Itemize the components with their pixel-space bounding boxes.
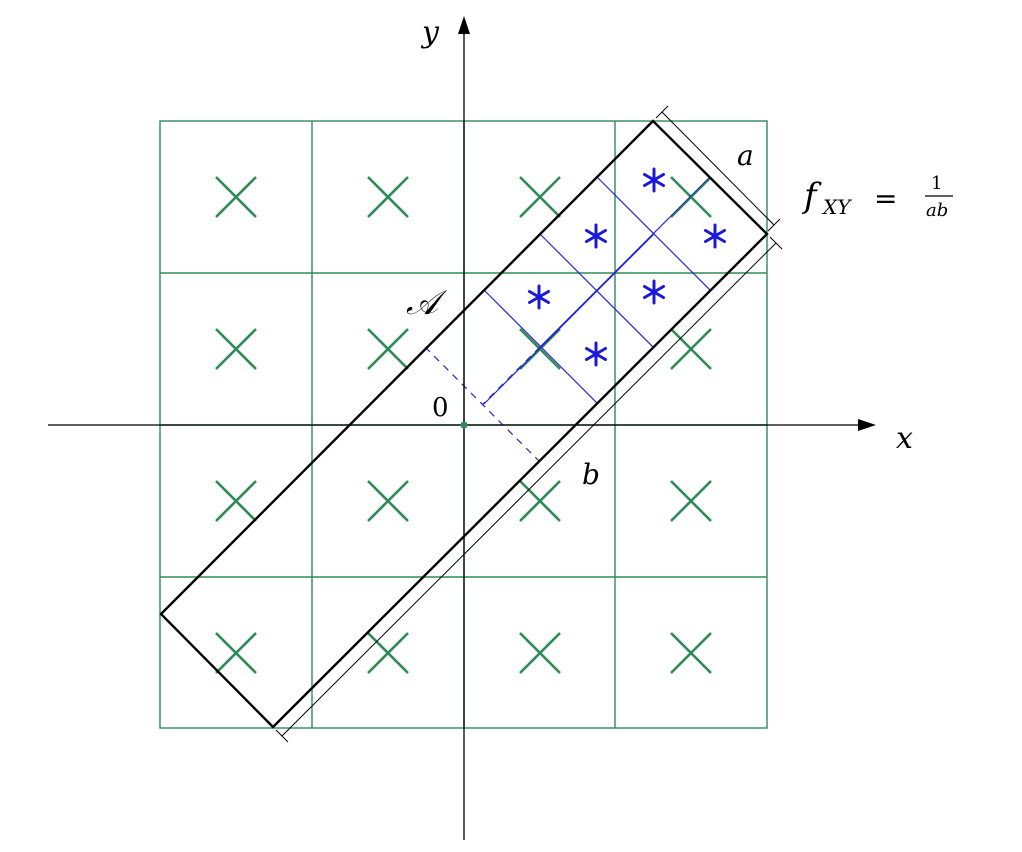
blue-star-mark [585,223,607,249]
dashed-line-2 [481,346,541,406]
blue-star-marks [528,167,726,367]
density-equals: = [874,182,897,215]
green-cross-mark [215,176,257,218]
origin-label: 0 [432,393,449,423]
green-cross-mark [519,480,561,522]
density-denominator: ab [926,200,948,221]
x-axis-label: x [896,421,913,456]
dimension-a-tick-start [655,105,669,119]
green-cross-mark [670,176,712,218]
dimension-b-tick-start [769,236,783,250]
green-cross-mark [519,176,561,218]
dimension-b [275,236,783,743]
blue-star-mark [643,167,665,193]
inner-grid-line-5 [483,233,655,405]
blue-star-mark [585,341,607,367]
blue-star-mark [643,279,665,305]
y-axis-label: y [420,15,440,50]
green-cross-mark [519,328,561,370]
region-label: 𝒜 [406,283,448,323]
dimension-b-tick-end [275,729,289,743]
inner-grid-line-4 [539,176,711,348]
green-cross-mark [670,328,712,370]
dimension-a [655,105,781,232]
green-cross-mark [367,328,409,370]
inner-rotated-grid [483,176,767,461]
green-cross-mark [215,480,257,522]
axes [48,30,862,840]
density-subscript: XY [821,195,852,219]
green-cross-mark [367,176,409,218]
dimension-b-line [281,242,777,737]
density-numerator: 1 [931,173,942,194]
green-cross-mark [215,632,257,674]
dimension-a-line [661,111,775,226]
green-cross-mark [519,632,561,674]
green-cross-mark [670,480,712,522]
green-cross-mark [670,632,712,674]
blue-star-mark [528,284,550,310]
inner-grid-line-3 [483,289,655,461]
origin-dot [460,421,468,429]
blue-star-mark [704,223,726,249]
y-axis-arrowhead [458,16,470,34]
x-axis-arrowhead [858,419,876,431]
green-cross-marks [215,176,712,674]
side-b-label: b [582,458,600,491]
dimension-a-tick-end [767,218,781,232]
green-cross-mark [215,328,257,370]
side-a-label: a [737,139,754,172]
inner-grid-line-1 [596,176,767,348]
inner-grid-line-2 [539,233,711,405]
density-formula: f XY = 1 ab [801,173,953,221]
dashed-helper-lines [424,346,541,463]
green-cross-mark [367,632,409,674]
green-cross-mark [367,480,409,522]
density-symbol: f [801,176,822,216]
region-rectangle [159,119,769,729]
